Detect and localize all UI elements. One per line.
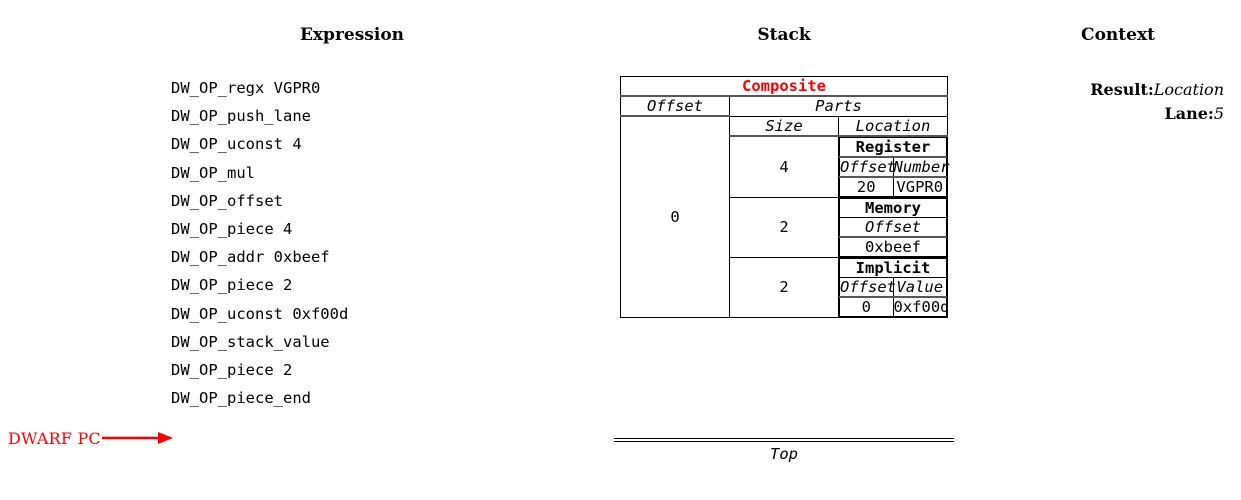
table-row-composite-title: Composite bbox=[620, 76, 948, 97]
table-row-headers-2: 0 Size Location bbox=[620, 115, 948, 318]
context-block: Result:Location Lane:5 bbox=[1014, 78, 1224, 126]
inner-value-row: 0 0xf00d bbox=[839, 296, 950, 317]
location-column-header: Location bbox=[838, 115, 948, 137]
table-row-part: 2 Memory Offset 0xbeef bbox=[621, 196, 948, 258]
stack-base: Top bbox=[614, 438, 954, 463]
table-row-part: 4 Register Offset Number 20 bbox=[621, 135, 950, 198]
part-field-header: Value bbox=[892, 276, 947, 298]
expression-line: DW_OP_mul bbox=[171, 163, 255, 182]
parts-column-header: Parts bbox=[729, 95, 948, 117]
part-field-header: Offset bbox=[839, 156, 896, 178]
inner-value-row: 0xbeef bbox=[839, 236, 947, 257]
expression-line: DW_OP_offset bbox=[171, 191, 283, 210]
table-row-part: 2 Implicit Offset Value 0 bbox=[621, 256, 950, 318]
size-column-header: Size bbox=[729, 115, 839, 137]
expression-line: DW_OP_addr 0xbeef bbox=[171, 248, 330, 267]
expression-line: DW_OP_piece_end bbox=[171, 389, 311, 408]
context-value: 5 bbox=[1213, 104, 1224, 123]
part-field-value: 20 bbox=[839, 176, 894, 197]
composite-title: Composite bbox=[620, 76, 948, 97]
stack-table: Composite Offset Parts 0 Size Location 4 bbox=[620, 76, 950, 318]
expression-line: DW_OP_uconst 4 bbox=[171, 135, 302, 154]
inner-header-row: Offset Value bbox=[839, 276, 947, 298]
arrow-right-icon bbox=[101, 432, 173, 444]
context-key: Lane: bbox=[1164, 104, 1214, 123]
page-title-context: Context bbox=[1081, 25, 1155, 45]
part-field-header: Offset bbox=[839, 216, 947, 238]
expression-line: DW_OP_uconst 0xf00d bbox=[171, 304, 349, 323]
dwarf-pc-marker: DWARF PC bbox=[8, 425, 174, 451]
offset-column-header: Offset bbox=[620, 95, 730, 117]
page-title-expression: Expression bbox=[299, 25, 405, 45]
part-kind: Memory bbox=[839, 197, 947, 218]
part-location-register: Register Offset Number 20 VGPR0 bbox=[838, 135, 950, 198]
part-field-value: 0xf00d bbox=[892, 296, 950, 317]
part-size: 2 bbox=[729, 256, 839, 318]
expression-line: DW_OP_piece 2 bbox=[171, 276, 293, 295]
part-field-value: 0xbeef bbox=[839, 236, 947, 257]
part-kind: Implicit bbox=[839, 257, 947, 278]
part-kind: Register bbox=[839, 136, 947, 158]
inner-header-row: Offset bbox=[839, 216, 947, 238]
inner-title-row: Memory bbox=[839, 197, 947, 218]
context-key: Result: bbox=[1090, 80, 1154, 99]
offset-value: 0 bbox=[620, 115, 730, 318]
part-size: 2 bbox=[729, 196, 839, 258]
inner-title-row: Implicit bbox=[839, 257, 947, 278]
context-value: Location bbox=[1153, 80, 1224, 99]
part-field-value: 0 bbox=[839, 296, 894, 317]
table-row-headers-1: Offset Parts bbox=[620, 95, 948, 117]
inner-header-row: Offset Number bbox=[839, 156, 950, 178]
part-field-value: VGPR0 bbox=[892, 176, 947, 197]
context-row-result: Result:Location bbox=[1014, 78, 1224, 102]
part-location-memory: Memory Offset 0xbeef bbox=[838, 196, 948, 258]
expression-list: DW_OP_regx VGPR0 DW_OP_push_lane DW_OP_u… bbox=[171, 74, 348, 412]
stack-base-rule-inner bbox=[614, 441, 954, 442]
expression-line: DW_OP_stack_value bbox=[171, 332, 330, 351]
expression-line: DW_OP_regx VGPR0 bbox=[171, 79, 321, 97]
context-row-lane: Lane:5 bbox=[1014, 102, 1224, 126]
stack-top-label: Top bbox=[770, 445, 798, 463]
expression-line: DW_OP_piece 4 bbox=[171, 220, 293, 239]
expression-line: DW_OP_push_lane bbox=[171, 107, 311, 126]
inner-title-row: Register bbox=[839, 136, 947, 158]
part-size: 4 bbox=[729, 135, 839, 198]
inner-value-row: 20 VGPR0 bbox=[839, 176, 947, 197]
dwarf-pc-label: DWARF PC bbox=[8, 428, 101, 448]
page-title-stack: Stack bbox=[757, 25, 811, 45]
expression-line: DW_OP_piece 2 bbox=[171, 361, 293, 380]
stack-base-rule-outer bbox=[614, 438, 954, 439]
part-field-header: Offset bbox=[839, 276, 896, 298]
part-location-implicit: Implicit Offset Value 0 0xf00d bbox=[838, 256, 950, 318]
part-field-header: Number bbox=[892, 156, 950, 178]
